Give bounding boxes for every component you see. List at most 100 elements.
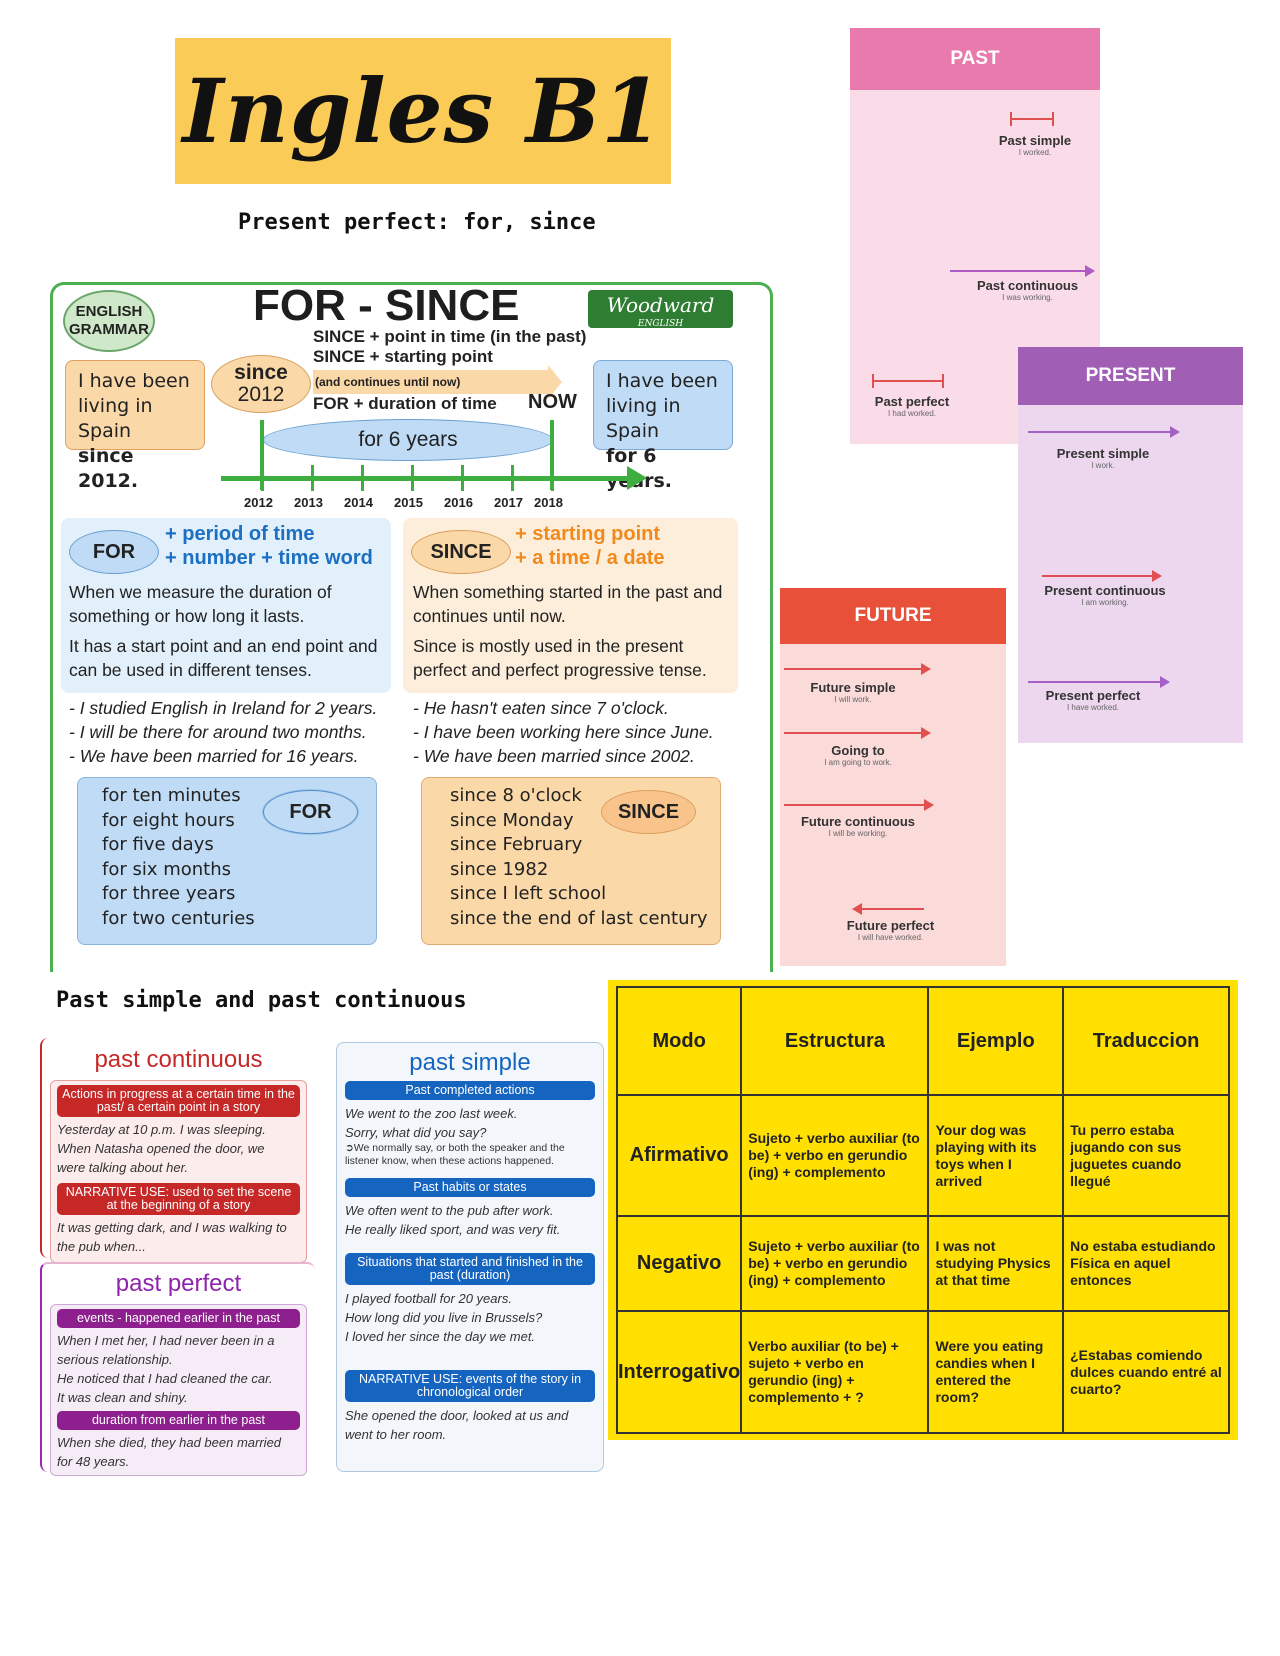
since-list-item: since 1982 (450, 858, 549, 880)
future-perfect-arrow (852, 903, 924, 915)
table-mode-cell: Negativo (615, 1215, 743, 1313)
for-examples: - I studied English in Ireland for 2 yea… (69, 698, 378, 766)
past-simple-band-4: NARRATIVE USE: events of the story in ch… (345, 1370, 595, 1402)
for-6-years-ellipse: for 6 years (263, 419, 553, 461)
since-list-item: since I left school (450, 883, 607, 904)
for-list-item: for five days (102, 834, 214, 855)
table-cell: Tu perro estaba jugando con sus juguetes… (1062, 1093, 1230, 1218)
past-continuous-content: Actions in progress at a certain time in… (50, 1080, 307, 1263)
past-simple-example-3: I played football for 20 years.How long … (345, 1291, 543, 1344)
for-list-item: for two centuries (102, 907, 255, 929)
since-rule-1: SINCE + point in time (in the past) (313, 327, 587, 346)
for-rule-2: + number + time word (165, 547, 373, 569)
table-cell: Sujeto + verbo auxiliar (to be) + verbo … (740, 1215, 930, 1313)
past-simple-title: past simple (409, 1049, 531, 1076)
section-heading-past-simple: Past simple and past continuous (56, 988, 467, 1013)
table-mode-cell: Interrogativo (615, 1310, 743, 1434)
since-description-1: When something started in the past and c… (413, 582, 723, 626)
timeline-tick (411, 465, 414, 491)
for-rule-1: + period of time (165, 523, 315, 545)
table-header-cell: Ejemplo (927, 986, 1065, 1096)
for-list-item: for three years (102, 883, 236, 904)
now-label: NOW (528, 391, 577, 413)
since-description-2: Since is mostly used in the present perf… (413, 636, 707, 680)
past-continuous-panel: past continuous Actions in progress at a… (40, 1038, 315, 1263)
future-continuous-arrow (784, 799, 934, 811)
past-perfect-panel: past perfect events - happened earlier i… (40, 1262, 315, 1476)
present-simple-arrow (1028, 426, 1180, 438)
since-rule-2: SINCE + starting point (313, 347, 493, 366)
since-label-pill: SINCE (411, 530, 511, 574)
past-perfect-bar (872, 374, 944, 388)
for-list-item: for eight hours (102, 809, 235, 831)
english-grammar-badge: ENGLISH GRAMMAR (63, 290, 155, 352)
timeline-year-label: 2017 (494, 495, 523, 510)
past-continuous-band-2: NARRATIVE USE: used to set the scene at … (57, 1183, 300, 1215)
timeline-year-label: 2012 (244, 495, 273, 510)
past-perfect-content: events - happened earlier in the past Wh… (50, 1304, 307, 1476)
past-continuous-arrow (950, 265, 1095, 277)
timeline-year-label: 2016 (444, 495, 473, 510)
timeline-tick (511, 465, 514, 491)
timeline-tick (261, 465, 264, 491)
timeline-arrow-icon (627, 466, 647, 490)
table-cell: Were you eating candies when I entered t… (927, 1310, 1065, 1434)
since-list-item: since Monday (450, 809, 574, 831)
going-to-arrow (784, 727, 931, 739)
past-simple-band-2: Past habits or states (345, 1178, 595, 1197)
timeline-axis (221, 476, 631, 481)
table-cell: Sujeto + verbo auxiliar (to be) + verbo … (740, 1093, 930, 1218)
table-cell: ¿Estabas comiendo dulces cuando entré al… (1062, 1310, 1230, 1434)
for-list-pill: FOR (263, 790, 358, 834)
for-since-heading: FOR - SINCE (253, 282, 520, 330)
since-note: (and continues until now) (313, 370, 553, 394)
title-banner: Ingles B1 (175, 38, 671, 184)
table-mode-cell: Afirmativo (615, 1093, 743, 1218)
past-simple-bar (1010, 112, 1054, 126)
past-simple-example-2: We often went to the pub after work.He r… (345, 1203, 561, 1237)
for-list-item: for ten minutes (102, 785, 241, 806)
table-cell: No estaba estudiando Física en aquel ent… (1062, 1215, 1230, 1313)
past-continuous-title: past continuous (94, 1046, 263, 1073)
timeline-year-label: 2018 (534, 495, 563, 510)
future-card-header: FUTURE (780, 588, 1006, 644)
for-example-box: I have been living in Spain for 6 years. (593, 360, 733, 492)
since-example-box: I have been living in Spain since 2012. (65, 360, 205, 492)
timeline-tick (311, 465, 314, 491)
since-examples: - He hasn't eaten since 7 o'clock.- I ha… (413, 698, 714, 766)
since-rule-b: + a time / a date (515, 547, 665, 569)
past-perfect-band-1: events - happened earlier in the past (57, 1309, 300, 1328)
present-perfect-arrow (1028, 676, 1170, 688)
past-continuous-example-2: It was getting dark, and I was walking t… (57, 1220, 287, 1254)
timeline-year-label: 2014 (344, 495, 373, 510)
table-header-cell: Traduccion (1062, 986, 1230, 1096)
past-perfect-band-2: duration from earlier in the past (57, 1411, 300, 1430)
table-header-cell: Estructura (740, 986, 930, 1096)
timeline-year-label: 2013 (294, 495, 323, 510)
table-header-cell: Modo (615, 986, 743, 1096)
for-since-infographic: ENGLISH GRAMMAR FOR - SINCE Woodward ENG… (50, 282, 773, 972)
for-rule: FOR + duration of time (313, 394, 497, 413)
table-cell: Verbo auxiliar (to be) + sujeto + verbo … (740, 1310, 930, 1434)
since-list-item: since February (450, 834, 583, 855)
section-heading-present-perfect: Present perfect: for, since (238, 210, 596, 235)
present-card-header: PRESENT (1018, 347, 1243, 405)
past-card-header: PAST (850, 28, 1100, 90)
table-cell: Your dog was playing with its toys when … (927, 1093, 1065, 1218)
